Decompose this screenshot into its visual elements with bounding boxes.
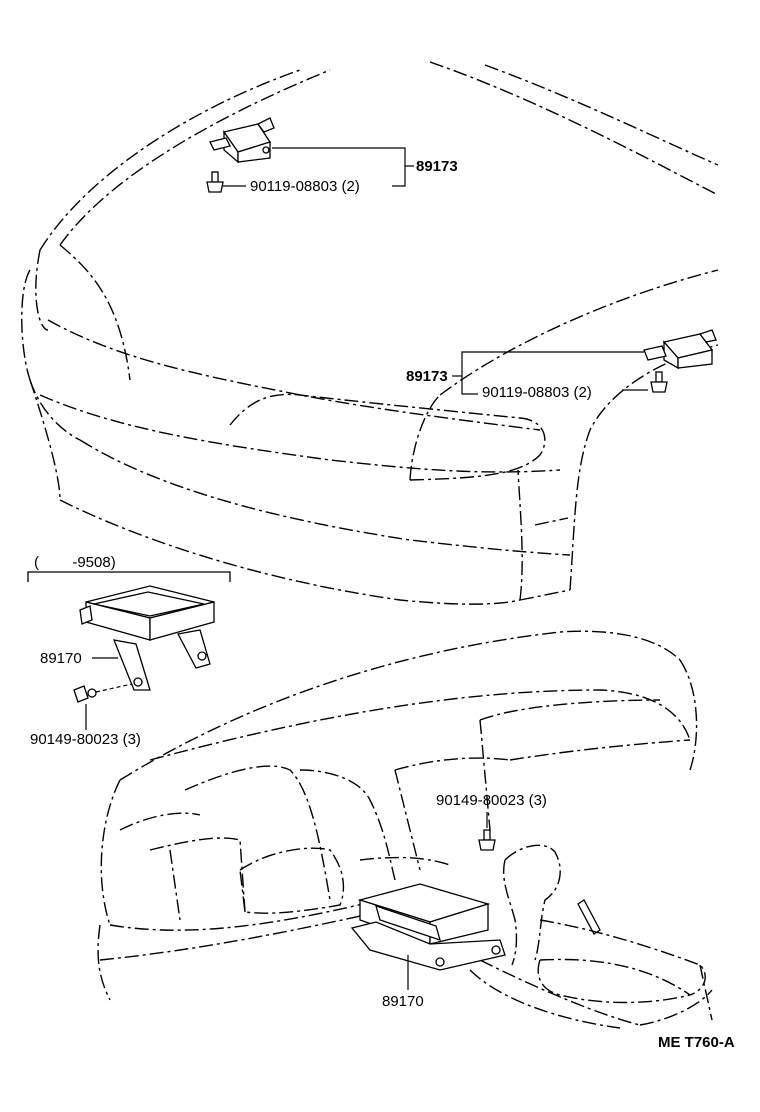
bolt-icon bbox=[206, 171, 224, 193]
ecu-early-part-number: 89170 bbox=[40, 650, 82, 667]
date-range-bracket bbox=[27, 571, 231, 582]
ecu-floor-part-number: 89170 bbox=[382, 993, 424, 1010]
ecu-early-screw-number: 90149-80023 (3) bbox=[30, 731, 141, 748]
ecu-floor-screw-number: 90149-80023 (3) bbox=[436, 792, 547, 809]
leader-right-sensor bbox=[461, 351, 644, 395]
upper-sensor-part-number: 89173 bbox=[416, 158, 458, 175]
right-sensor-part-number: 89173 bbox=[406, 368, 448, 385]
screw-icon bbox=[73, 685, 97, 703]
screw-icon bbox=[478, 829, 496, 851]
front-sensor-right[interactable] bbox=[643, 329, 717, 370]
vehicle-front-body bbox=[21, 61, 719, 605]
leader-upper-sensor bbox=[272, 147, 406, 187]
bolt-icon bbox=[650, 371, 668, 393]
date-range-label: ( -9508) bbox=[34, 554, 116, 571]
upper-sensor-bolt-number: 90119-08803 (2) bbox=[250, 178, 360, 195]
center-console bbox=[469, 844, 713, 1029]
right-sensor-bolt-number: 90119-08803 (2) bbox=[482, 384, 592, 401]
figure-code: ME T760-A bbox=[658, 1034, 735, 1051]
screw-axis-line bbox=[95, 683, 133, 693]
instrument-panel bbox=[97, 630, 698, 1001]
front-sensor-upper[interactable] bbox=[209, 117, 275, 164]
airbag-ecu-floor[interactable] bbox=[350, 883, 506, 971]
airbag-ecu-early[interactable] bbox=[79, 585, 215, 691]
